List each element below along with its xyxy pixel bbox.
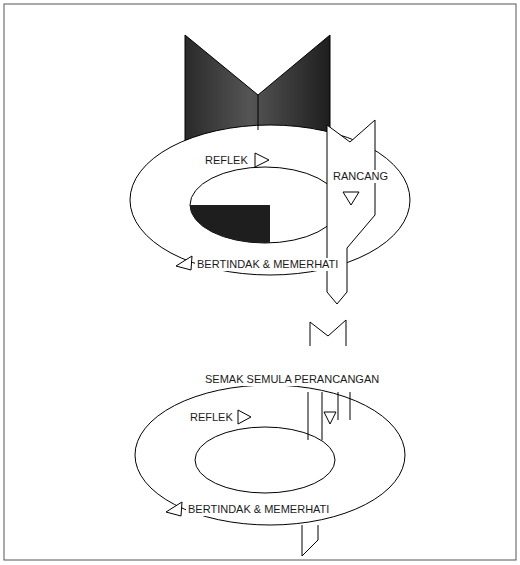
notched-tail bbox=[310, 320, 346, 346]
direction-triangle bbox=[255, 153, 269, 167]
phase-label: RANCANG bbox=[331, 170, 390, 183]
dark-edge bbox=[258, 95, 259, 130]
frame bbox=[4, 4, 516, 560]
phase-label: SEMAK SEMULA PERANCANGAN bbox=[203, 373, 381, 386]
band-line bbox=[338, 392, 339, 420]
phase-label: REFLEK bbox=[203, 154, 250, 167]
phase-label: BERTINDAK & MEMERHATI bbox=[186, 503, 331, 516]
direction-triangle bbox=[238, 410, 251, 424]
arrow-end bbox=[302, 525, 318, 556]
descending-band bbox=[327, 120, 375, 304]
direction-triangle bbox=[324, 412, 336, 424]
phase-label: REFLEK bbox=[188, 411, 235, 424]
direction-triangle bbox=[343, 192, 359, 205]
dark-inner-fill bbox=[185, 205, 270, 250]
lower-cycle-inner bbox=[195, 427, 335, 493]
direction-triangle bbox=[176, 256, 192, 270]
band-line bbox=[308, 392, 309, 440]
band-line bbox=[350, 392, 351, 420]
lower-cycle-outer bbox=[135, 385, 405, 525]
direction-triangle bbox=[166, 502, 182, 516]
band-line bbox=[322, 392, 323, 440]
phase-label: BERTINDAK & MEMERHATI bbox=[195, 258, 340, 271]
